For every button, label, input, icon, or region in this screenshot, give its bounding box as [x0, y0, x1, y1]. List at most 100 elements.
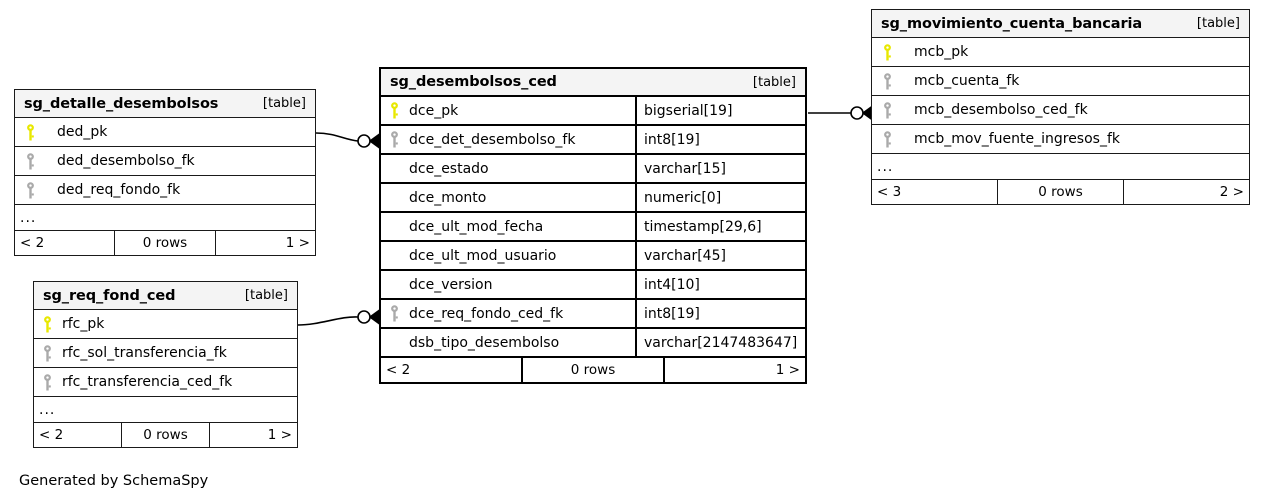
cardinality-zero-many-1	[357, 132, 382, 150]
footer-prev-link[interactable]: < 2	[386, 362, 411, 378]
column-icon-none	[381, 271, 407, 298]
column-name: mcb_desembolso_ced_fk	[914, 102, 1088, 118]
column-icon-none	[381, 155, 407, 182]
table-row[interactable]: rfc_pk	[34, 310, 297, 339]
foreign-key-icon	[872, 125, 912, 153]
table-header: sg_req_fond_ced [table]	[34, 282, 297, 310]
table-footer: < 2 0 rows 1 >	[381, 358, 805, 382]
table-type-tag: [table]	[1196, 16, 1240, 31]
more-columns-indicator: ...	[34, 397, 297, 423]
table-header: sg_movimiento_cuenta_bancaria [table]	[872, 10, 1249, 38]
column-name: ded_pk	[57, 124, 108, 140]
table-row[interactable]: dce_version int4[10]	[381, 271, 805, 300]
table-sg-detalle-desembolsos[interactable]: sg_detalle_desembolsos [table] ded_pk	[14, 89, 316, 256]
column-name: dce_pk	[409, 102, 459, 119]
table-title: sg_desembolsos_ced	[390, 74, 557, 90]
column-name: mcb_pk	[914, 44, 969, 60]
foreign-key-icon	[872, 96, 912, 124]
footer-next-link[interactable]: 1 >	[267, 427, 292, 443]
table-sg-desembolsos-ced[interactable]: sg_desembolsos_ced [table] dce_pk bigser…	[379, 67, 807, 384]
table-header: sg_detalle_desembolsos [table]	[15, 90, 315, 118]
table-row[interactable]: ded_desembolso_fk	[15, 147, 315, 176]
footer-prev-link[interactable]: < 2	[20, 235, 45, 251]
table-row[interactable]: dce_ult_mod_fecha timestamp[29,6]	[381, 213, 805, 242]
column-name: dce_req_fondo_ced_fk	[409, 305, 564, 322]
table-row[interactable]: dce_req_fondo_ced_fk int8[19]	[381, 300, 805, 329]
footer-prev-link[interactable]: < 2	[39, 427, 64, 443]
foreign-key-icon	[872, 67, 912, 95]
footer-row-count: 0 rows	[114, 231, 216, 255]
table-row[interactable]: rfc_transferencia_ced_fk	[34, 368, 297, 397]
foreign-key-icon	[15, 176, 55, 204]
column-name: dce_ult_mod_usuario	[409, 247, 557, 264]
column-type: varchar[15]	[635, 155, 805, 182]
footer-row-count: 0 rows	[121, 423, 210, 447]
table-row[interactable]: dce_pk bigserial[19]	[381, 97, 805, 126]
footer-row-count: 0 rows	[997, 180, 1124, 204]
table-title: sg_req_fond_ced	[43, 287, 176, 304]
column-type: varchar[45]	[635, 242, 805, 269]
column-name: mcb_mov_fuente_ingresos_fk	[914, 131, 1121, 147]
table-row[interactable]: dsb_tipo_desembolso varchar[2147483647]	[381, 329, 805, 358]
table-type-tag: [table]	[752, 74, 796, 90]
column-type: varchar[2147483647]	[635, 329, 805, 356]
foreign-key-icon	[381, 126, 407, 153]
column-name: ded_desembolso_fk	[57, 153, 195, 169]
foreign-key-icon	[15, 147, 55, 175]
column-name: rfc_pk	[62, 316, 105, 332]
table-row[interactable]: dce_ult_mod_usuario varchar[45]	[381, 242, 805, 271]
column-icon-none	[381, 242, 407, 269]
table-footer: < 3 0 rows 2 >	[872, 180, 1249, 204]
table-row[interactable]: dce_det_desembolso_fk int8[19]	[381, 126, 805, 155]
more-columns-indicator: ...	[15, 205, 315, 231]
table-type-tag: [table]	[262, 96, 306, 111]
footer-next-link[interactable]: 1 >	[285, 235, 310, 251]
foreign-key-icon	[34, 339, 60, 367]
connector-detalle-to-desembolsos	[315, 132, 359, 142]
table-sg-req-fond-ced[interactable]: sg_req_fond_ced [table] rfc_pk	[33, 281, 298, 448]
table-row[interactable]: mcb_pk	[872, 38, 1249, 67]
table-footer: < 2 0 rows 1 >	[15, 231, 315, 255]
column-name: mcb_cuenta_fk	[914, 73, 1020, 89]
column-name: rfc_sol_transferencia_fk	[62, 345, 227, 361]
connector-reqfond-to-desembolsos	[297, 316, 359, 326]
footer-next-link[interactable]: 1 >	[775, 362, 800, 378]
table-title: sg_detalle_desembolsos	[24, 95, 219, 112]
table-footer: < 2 0 rows 1 >	[34, 423, 297, 447]
column-type: numeric[0]	[635, 184, 805, 211]
column-icon-none	[381, 184, 407, 211]
column-type: timestamp[29,6]	[635, 213, 805, 240]
table-row[interactable]: mcb_desembolso_ced_fk	[872, 96, 1249, 125]
column-name: ded_req_fondo_fk	[57, 182, 181, 198]
column-icon-none	[381, 329, 407, 356]
primary-key-icon	[34, 310, 60, 338]
table-row[interactable]: ded_pk	[15, 118, 315, 147]
foreign-key-icon	[34, 368, 60, 396]
table-header: sg_desembolsos_ced [table]	[381, 69, 805, 97]
footer-next-link[interactable]: 2 >	[1219, 184, 1244, 200]
column-name: rfc_transferencia_ced_fk	[62, 374, 233, 390]
table-type-tag: [table]	[244, 288, 288, 303]
table-row[interactable]: mcb_cuenta_fk	[872, 67, 1249, 96]
more-columns-indicator: ...	[872, 154, 1249, 180]
primary-key-icon	[381, 97, 407, 124]
column-type: int8[19]	[635, 126, 805, 153]
table-row[interactable]: ded_req_fondo_fk	[15, 176, 315, 205]
table-row[interactable]: dce_monto numeric[0]	[381, 184, 805, 213]
table-row[interactable]: rfc_sol_transferencia_fk	[34, 339, 297, 368]
column-type: bigserial[19]	[635, 97, 805, 124]
footer-prev-link[interactable]: < 3	[877, 184, 902, 200]
column-name: dce_estado	[409, 160, 489, 177]
table-title: sg_movimiento_cuenta_bancaria	[881, 15, 1143, 32]
table-sg-movimiento-cuenta-bancaria[interactable]: sg_movimiento_cuenta_bancaria [table] mc…	[871, 9, 1250, 205]
column-name: dce_version	[409, 276, 493, 293]
table-row[interactable]: dce_estado varchar[15]	[381, 155, 805, 184]
foreign-key-icon	[381, 300, 407, 327]
column-type: int8[19]	[635, 300, 805, 327]
column-type: int4[10]	[635, 271, 805, 298]
primary-key-icon	[872, 38, 912, 66]
table-row[interactable]: mcb_mov_fuente_ingresos_fk	[872, 125, 1249, 154]
column-name: dsb_tipo_desembolso	[409, 334, 560, 351]
column-name: dce_det_desembolso_fk	[409, 131, 576, 148]
